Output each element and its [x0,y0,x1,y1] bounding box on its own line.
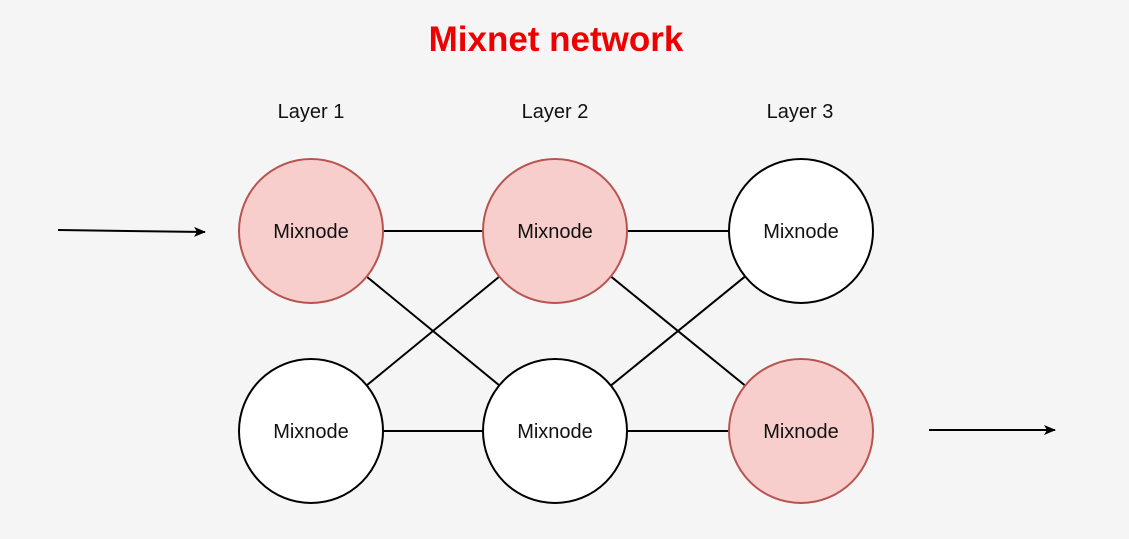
mixnode-label-l1-bottom: Mixnode [273,421,349,443]
edge-l1-bottom-to-l2-top [366,275,500,387]
mixnode-label-l3-bottom: Mixnode [763,421,839,443]
edges-group [366,230,746,432]
mixnode-circle-l3-bottom [728,358,874,504]
mixnode-l2-top: Mixnode [482,158,628,304]
mixnode-circle-l1-bottom [238,358,384,504]
mixnode-l1-bottom: Mixnode [238,358,384,504]
input-arrow [57,226,206,237]
mixnode-label-l3-top: Mixnode [763,221,839,243]
mixnode-circle-l2-bottom [482,358,628,504]
mixnode-circle-l2-top [482,158,628,304]
mixnode-label-l2-top: Mixnode [517,221,593,243]
layer-label-1: Layer 1 [277,101,345,123]
layer-label-3: Layer 3 [766,101,834,123]
layer-label-2: Layer 2 [521,101,589,123]
mixnode-label-l2-bottom: Mixnode [517,421,593,443]
mixnode-l2-bottom: Mixnode [482,358,628,504]
arrows-group [57,226,1056,435]
mixnode-circle-l3-top [728,158,874,304]
edge-l2-bottom-to-l3-top [610,275,746,387]
mixnode-circle-l1-top [238,158,384,304]
mixnode-l3-bottom: Mixnode [728,358,874,504]
mixnode-l3-top: Mixnode [728,158,874,304]
diagram-title: Mixnet network [428,20,684,59]
mixnode-label-l1-top: Mixnode [273,221,349,243]
mixnode-l1-top: Mixnode [238,158,384,304]
